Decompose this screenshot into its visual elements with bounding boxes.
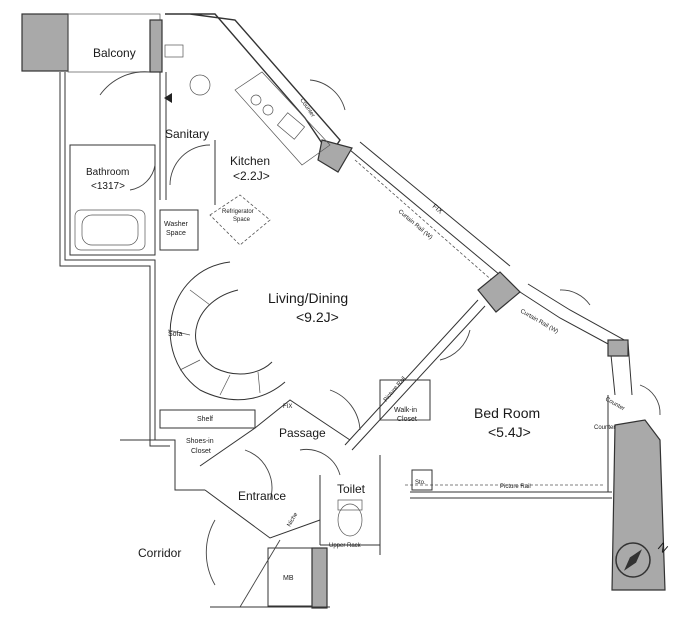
bathtub-inner (81, 214, 139, 246)
sofa-seam-5 (257, 371, 261, 394)
label-sofa: Sofa (168, 331, 183, 338)
label-living-dining: Living/Dining (268, 290, 348, 306)
label-counter-corner: Counter (604, 397, 625, 413)
doors (99, 71, 661, 586)
entrance-upper-wall (199, 427, 256, 467)
curtain-rail-line (354, 159, 496, 284)
bathtub (74, 209, 146, 251)
labels: Balcony Sanitary Bathroom <1317> Washer … (86, 46, 625, 582)
compass-ring (615, 542, 651, 578)
balcony-column (21, 13, 69, 72)
label-kitchen-size: <2.2J> (233, 169, 270, 183)
label-bathroom: Bathroom (86, 167, 129, 178)
toilet-tank (337, 499, 363, 511)
washer-box (159, 209, 199, 251)
triangle-marker-icon (164, 93, 172, 103)
entrance-lower-wall (204, 489, 321, 539)
stove-burner-1 (250, 94, 262, 106)
label-curtain-rail-1: Curtain Rail (W) (397, 209, 434, 241)
stove-burner-2 (262, 104, 274, 116)
sofa-outer (169, 261, 286, 401)
bedroom-divider-wall-2 (351, 305, 486, 451)
label-kitchen: Kitchen (230, 154, 270, 168)
refrigerator-outline (209, 194, 271, 246)
label-walk-in-2: Closet (397, 416, 417, 423)
label-bed-room-size: <5.4J> (488, 424, 531, 440)
door-toilet (299, 449, 341, 476)
label-fix-passage: FIX (283, 404, 292, 410)
door-kitchen-window (309, 79, 346, 111)
sofa-seam-3 (179, 359, 201, 371)
kitchen-sink (276, 112, 306, 140)
label-corridor: Corridor (138, 546, 181, 560)
sofa-seam-1 (189, 289, 211, 306)
label-walk-in-1: Walk-in (394, 407, 417, 414)
bedroom-north-wall (519, 291, 616, 396)
label-washer-2: Space (166, 230, 186, 237)
label-storage: Sto. (415, 480, 426, 486)
label-picture-rail-2: Picture Rail (500, 484, 531, 490)
label-passage: Passage (279, 426, 326, 440)
sofa-inner (195, 289, 273, 375)
label-washer-1: Washer (164, 221, 189, 228)
structure (21, 13, 666, 609)
bathroom-box (69, 144, 156, 256)
kitchen-counter (234, 71, 331, 166)
label-shelf: Shelf (197, 416, 213, 423)
column-living (477, 271, 521, 313)
compass-needle-icon (624, 549, 642, 571)
door-living (329, 389, 361, 431)
column-southeast (611, 419, 666, 591)
sofa-seam-4 (219, 374, 231, 396)
label-upper-rack: Upper Rack (329, 543, 362, 549)
column-bedroom (607, 339, 629, 357)
label-shoes-in-1: Shoes-in (186, 438, 214, 445)
door-kitchen (169, 144, 211, 186)
label-living-dining-size: <9.2J> (296, 309, 339, 325)
label-curtain-rail-2: Curtain Rail (W) (519, 309, 559, 336)
door-front (205, 519, 216, 586)
label-counter-bed: Counter (594, 425, 615, 431)
door-bedroom (439, 329, 471, 361)
storage-box (411, 469, 433, 491)
door-balcony (99, 71, 151, 96)
door-entrance-inner (244, 449, 273, 501)
mb-column (311, 547, 328, 609)
label-balcony: Balcony (93, 46, 136, 60)
label-shoes-in-2: Closet (191, 448, 211, 455)
label-bed-room: Bed Room (474, 405, 540, 421)
column-kitchen (317, 139, 353, 173)
label-fix-top: FIX (431, 203, 444, 216)
passage-upper-wall (254, 399, 351, 441)
label-entrance: Entrance (238, 489, 286, 503)
diagonal-facade-outer (359, 141, 511, 267)
west-wall-outer (59, 72, 170, 447)
bedroom-north-wall-outer (527, 283, 633, 396)
door-bedroom-balcony (639, 384, 661, 416)
toilet-bowl (337, 503, 363, 537)
door-bathroom (129, 164, 156, 191)
balcony-area (67, 13, 161, 73)
label-bathroom-size: <1317> (91, 181, 125, 192)
sink-basin (189, 74, 211, 96)
balcony-wall (149, 19, 163, 73)
corridor-door-line (239, 539, 281, 608)
sofa-seam-2 (167, 329, 191, 336)
label-toilet: Toilet (337, 482, 366, 496)
label-niche: Niche (287, 511, 300, 528)
sanitary-cabinet (164, 44, 184, 58)
door-bedroom-window (559, 289, 591, 306)
shelf-box (159, 409, 256, 429)
label-refrigerator-1: Refrigerator (222, 209, 254, 215)
bedroom-divider-wall (344, 299, 479, 446)
diagonal-facade-inner (349, 149, 501, 276)
label-refrigerator-2: Space (233, 217, 251, 223)
label-mb: MB (283, 575, 294, 582)
label-sanitary: Sanitary (165, 127, 209, 141)
